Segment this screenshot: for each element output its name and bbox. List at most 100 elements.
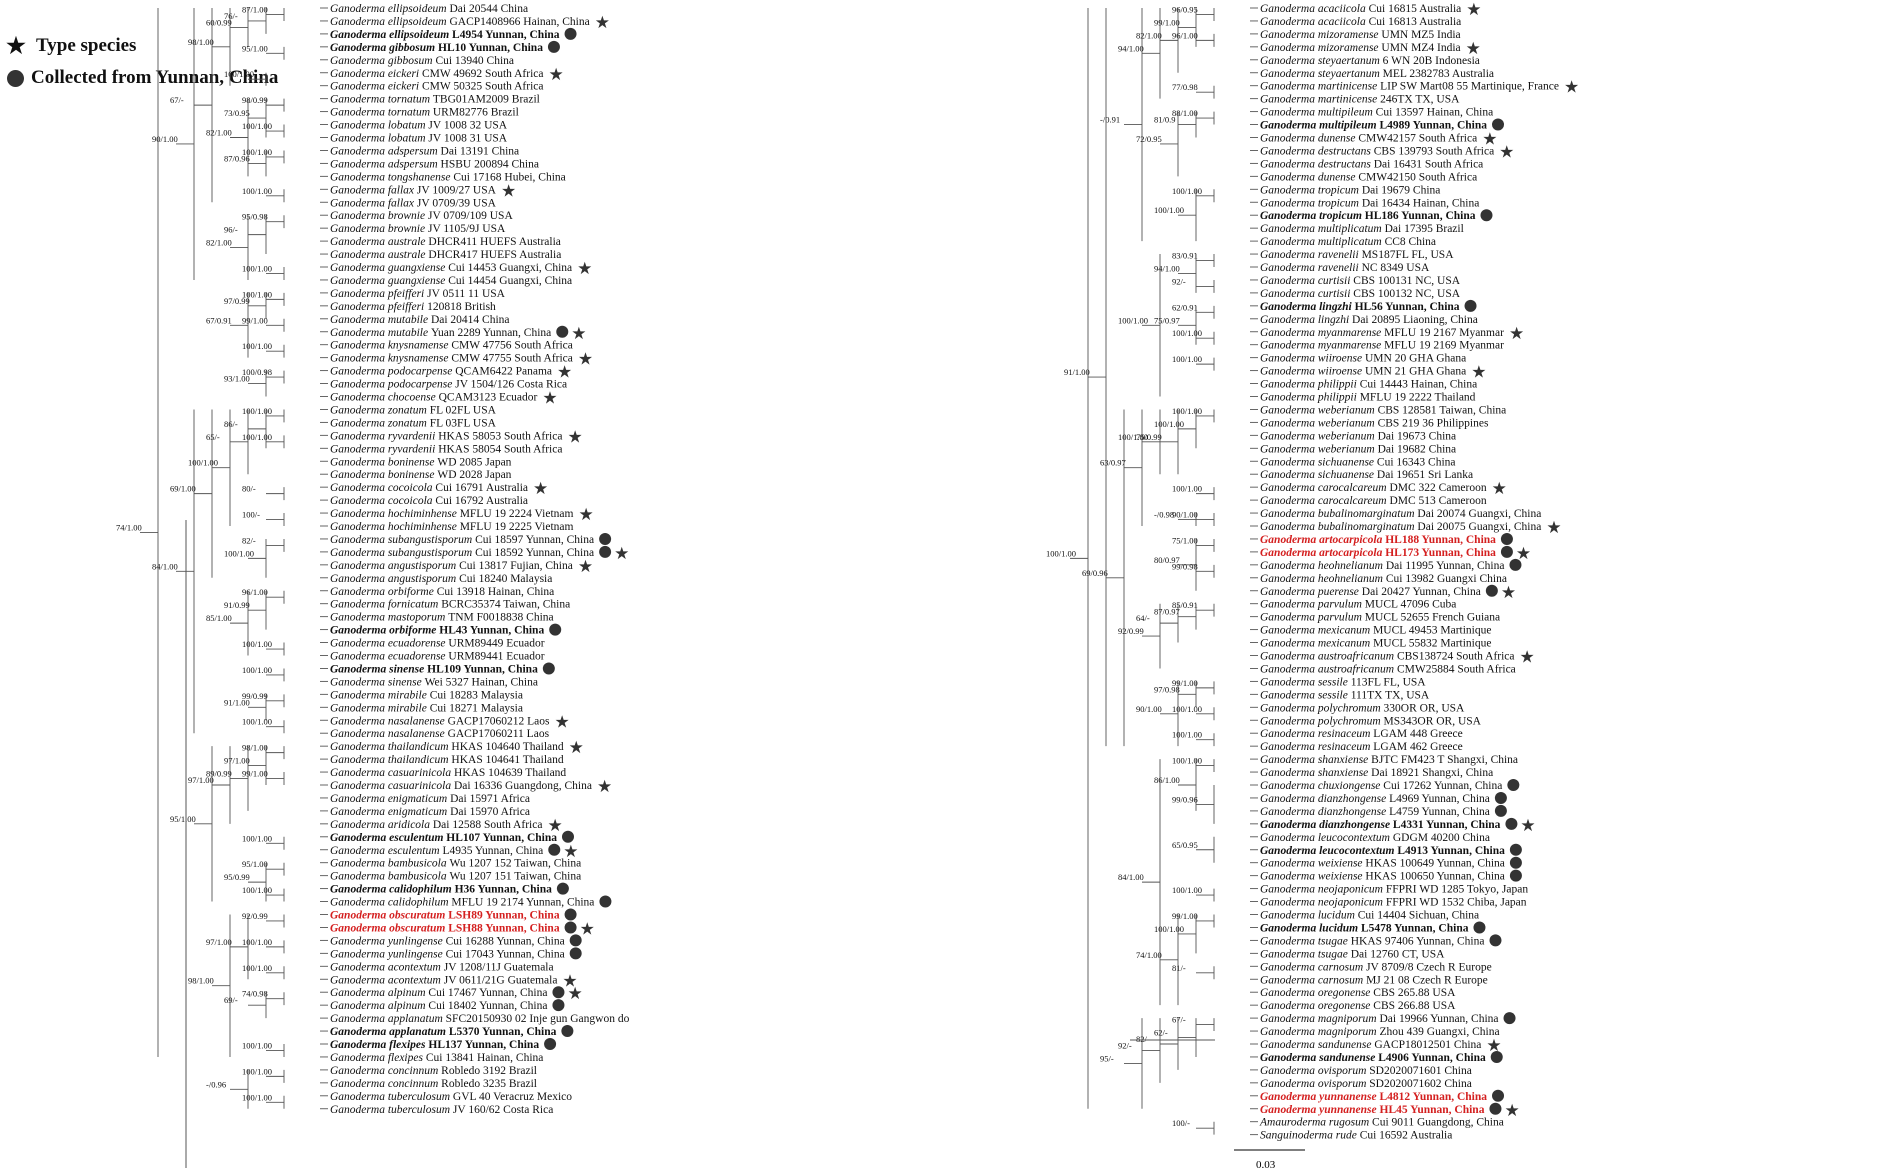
support-value: 100/1.00 [1172,328,1202,338]
taxon-voucher: LIP SW Mart08 55 Martinique, France [1380,81,1559,93]
taxon-label: Ganoderma ryvardenii HKAS 58053 South Af… [330,430,562,442]
taxon-genus: Ganoderma [1260,599,1318,611]
taxon-species: parvulum [1317,612,1365,624]
taxon-genus: Ganoderma [330,806,388,818]
taxon-species: leucocontextum [1319,845,1397,857]
taxon-voucher: Cui 13982 Guangxi China [1386,573,1507,585]
type-species-star-icon: ★ [1546,518,1561,537]
support-value: 98/1.00 [242,743,268,753]
taxon-voucher: MUCL 49453 Martinique [1373,625,1491,637]
taxon-label: Ganoderma weixiense HKAS 100650 Yunnan, … [1260,871,1505,883]
taxon-species: guangxiense [388,262,448,274]
support-value: 100/1.00 [242,341,272,351]
support-value: -/0.98 [1154,510,1174,520]
support-value: 90/1.00 [152,134,178,144]
taxon-voucher: 120818 British [427,301,496,313]
yunnan-circle-icon [1500,532,1513,545]
support-value: 99/1.00 [242,769,268,779]
taxon-label: Ganoderma gibbosum Cui 13940 China [330,55,514,67]
taxon-label: Ganoderma flexipes HL137 Yunnan, China [330,1039,539,1051]
taxon-voucher: FFPRI WD 1285 Tokyo, Japan [1386,884,1528,896]
taxon-genus: Ganoderma [1260,223,1318,235]
type-species-star-icon: ★ [1504,1101,1519,1120]
taxon-voucher: 246TX TX, USA [1380,94,1460,106]
taxon-voucher: LSH88 Yunnan, China [448,922,560,934]
taxon-voucher: CMW 49692 South Africa [422,68,544,80]
support-value: 73/0.95 [224,108,250,118]
taxon-genus: Ganoderma [330,94,388,106]
yunnan-circle-icon [547,40,560,53]
taxon-voucher: MFLU 19 2174 Yunnan, China [451,897,594,909]
taxon-label: Ganoderma alpinum Cui 17467 Yunnan, Chin… [330,987,547,999]
taxon-genus: Ganoderma [330,715,388,727]
taxon-label: Ganoderma ovisporum SD2020071601 China [1260,1065,1472,1077]
taxon-genus: Ganoderma [330,223,388,235]
taxon-voucher: L5478 Yunnan, China [1361,922,1469,934]
taxon-voucher: CBS138724 South Africa [1397,651,1515,663]
taxon-voucher: HKAS 58053 South Africa [438,430,562,442]
taxon-genus: Ganoderma [330,1026,389,1038]
taxon-genus: Ganoderma [1260,741,1318,753]
taxon-genus: Ganoderma [1260,16,1318,28]
taxon-species: enigmaticum [388,806,450,818]
taxon-label: Ganoderma cocoicola Cui 16792 Australia [330,495,528,507]
taxon-voucher: GACP18012501 China [1374,1039,1481,1051]
taxon-label: Ganoderma mirabile Cui 18283 Malaysia [330,689,523,701]
yunnan-circle-icon [1500,545,1513,558]
taxon-genus: Ganoderma [1260,55,1318,67]
taxon-voucher: Cui 17262 Yunnan, China [1383,780,1502,792]
taxon-genus: Ganoderma [1260,612,1318,624]
taxon-species: lucidum [1318,910,1358,922]
type-species-star-icon: ★ [549,65,564,84]
taxon-genus: Ganoderma [1260,767,1318,779]
taxon-species: carnosum [1318,974,1366,986]
taxon-genus: Ganoderma [330,1013,388,1025]
taxon-species: aridicola [388,819,433,831]
taxon-species: thailandicum [388,754,452,766]
support-value: 69/0.96 [1082,568,1108,578]
taxon-label: Ganoderma sichuanense Cui 16343 China [1260,456,1456,468]
taxon-genus: Ganoderma [1260,832,1318,844]
taxon-genus: Ganoderma [330,275,388,287]
taxon-species: australe [388,249,429,261]
support-value: 95/0.98 [242,212,268,222]
taxon-species: wiiroense [1318,353,1365,365]
taxon-voucher: Dai 11995 Yunnan, China [1386,560,1505,572]
taxon-species: zonatum [387,417,430,429]
taxon-genus: Ganoderma [330,845,388,857]
taxon-label: Ganoderma angustisporum Cui 13817 Fujian… [330,560,573,572]
support-value: 99/0.99 [242,691,268,701]
taxon-voucher: Dai 20427 Yunnan, China [1362,586,1481,598]
taxon-voucher: Cui 16813 Australia [1369,16,1462,28]
taxon-label: Ganoderma enigmaticum Dai 15970 Africa [330,806,530,818]
taxon-genus: Ganoderma [1260,327,1318,339]
taxon-genus: Ganoderma [1260,573,1318,585]
taxon-genus: Ganoderma [1260,987,1318,999]
taxon-voucher: HKAS 97406 Yunnan, China [1351,935,1485,947]
taxon-species: gibbosum [388,55,436,67]
taxon-species: tsugae [1318,948,1351,960]
taxon-label: Ganoderma mutabile Dai 20414 China [330,314,510,326]
taxon-genus: Ganoderma [1260,443,1318,455]
taxon-species: philippii [1317,379,1360,391]
taxon-label: Ganoderma adspersum HSBU 200894 China [330,158,539,170]
support-value: 85/0.91 [1172,600,1198,610]
taxon-label: Ganoderma orbiforme HL43 Yunnan, China [330,625,544,637]
taxon-genus: Ganoderma [330,353,388,365]
taxon-voucher: Cui 13940 China [435,55,514,67]
taxon-voucher: DMC 513 Cameroon [1389,495,1486,507]
taxon-species: dunense [1318,171,1359,183]
support-value: 84/1.00 [1118,872,1144,882]
taxon-genus: Ganoderma [1260,547,1319,559]
taxon-species: pfeifferi [387,301,427,313]
taxon-label: Ganoderma multiplicatum Dai 17395 Brazil [1260,223,1464,235]
taxon-voucher: Cui 18283 Malaysia [430,689,523,701]
taxon-label: Ganoderma bambusicola Wu 1207 151 Taiwan… [330,871,581,883]
taxon-species: dianzhongense [1318,806,1389,818]
taxon-species: cocoicola [388,495,436,507]
taxon-species: lobatum [388,133,429,145]
taxon-genus: Ganoderma [1260,145,1318,157]
taxon-label: Ganoderma polychromum MS343OR OR, USA [1260,715,1482,727]
taxon-label: Ganoderma acaciicola Cui 16813 Australia [1260,16,1461,28]
taxon-voucher: CMW42150 South Africa [1358,171,1477,183]
